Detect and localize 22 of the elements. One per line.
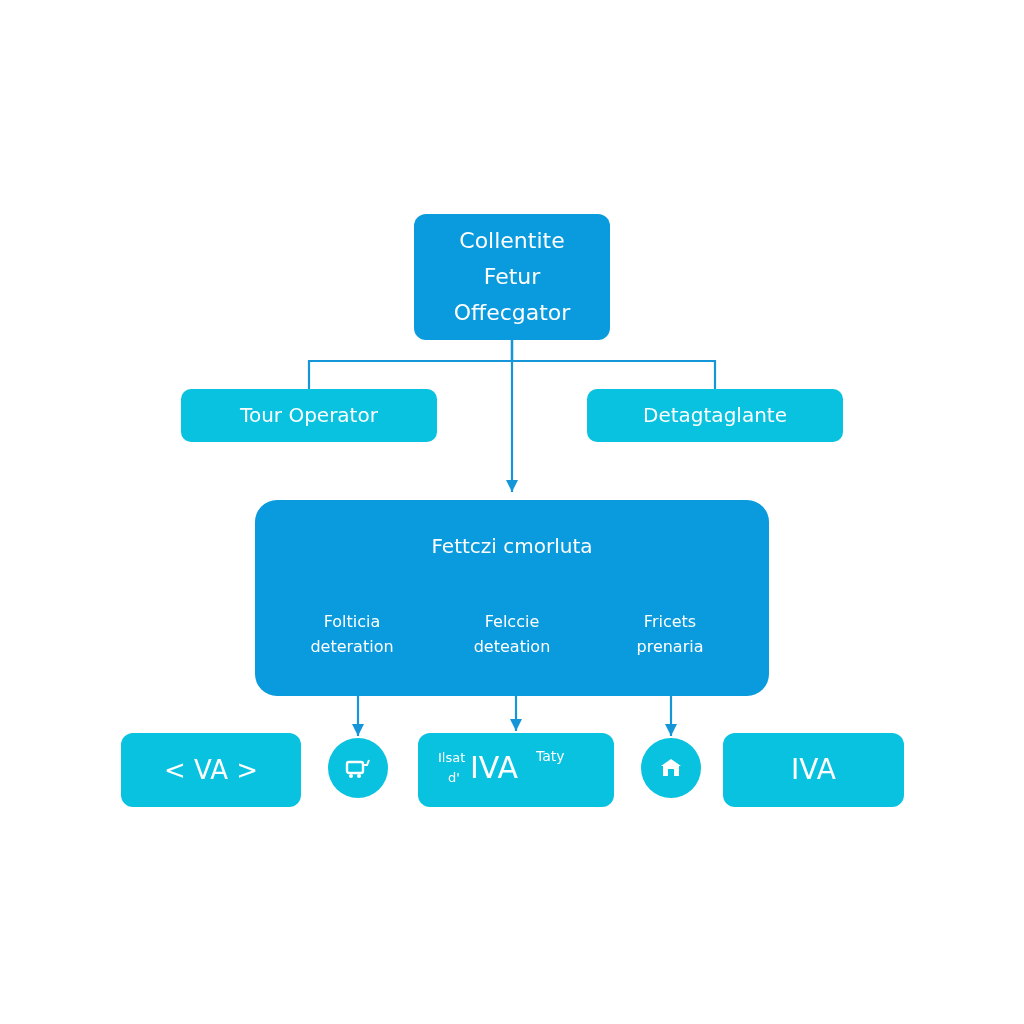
panel-item-label: Fricets prenaria [635, 611, 705, 658]
process-box [121, 733, 301, 807]
icon-circle [328, 738, 388, 798]
process-box [723, 733, 904, 807]
process-box [587, 389, 843, 442]
panel-item-label: Felccie deteation [472, 611, 552, 658]
icon-circle [641, 738, 701, 798]
small-label: d' [448, 771, 460, 786]
small-label: Ilsat [438, 751, 466, 766]
box-label: Detagtaglante [642, 402, 788, 429]
panel-heading: Fettczi cmorluta [430, 533, 594, 560]
small-label: Taty [536, 749, 565, 765]
box-label: Collentite Fetur Offecgator [452, 226, 572, 328]
panel-item-label: Folticia deteration [309, 611, 395, 658]
group-panel [255, 500, 769, 696]
box-label: IVA [790, 751, 837, 788]
process-box [181, 389, 437, 442]
process-box [418, 733, 614, 807]
box-label: IVA [470, 751, 518, 784]
box-label: < VA > [163, 753, 259, 787]
process-box [414, 214, 610, 340]
box-label: Tour Operator [239, 402, 379, 429]
